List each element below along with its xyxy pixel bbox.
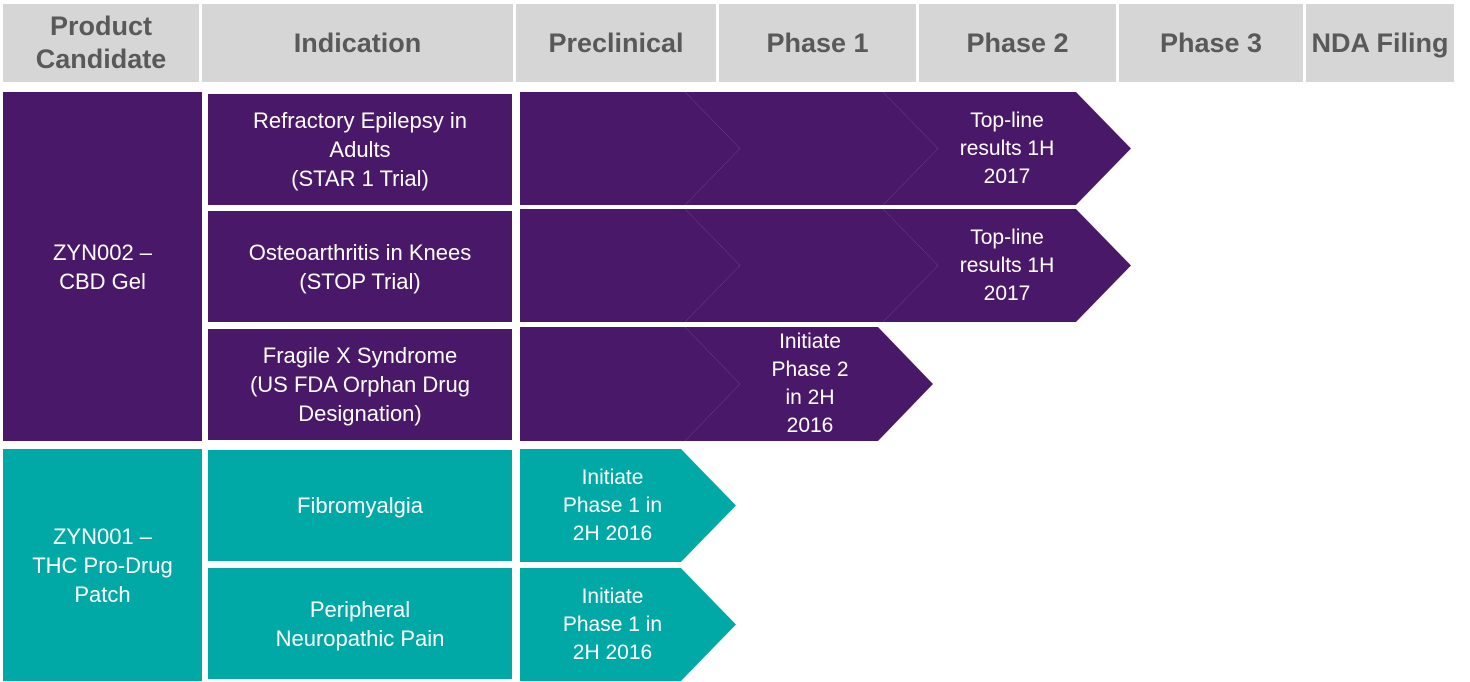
product-zyn001: ZYN001 – THC Pro-Drug Patch <box>3 449 202 681</box>
indication-osteoarthritis: Osteoarthritis in Knees (STOP Trial) <box>208 211 512 322</box>
milestone-note: Initiate Phase 1 in 2H 2016 <box>562 584 663 664</box>
header-phase-2: Phase 2 <box>919 4 1116 82</box>
indication-fibromyalgia: Fibromyalgia <box>208 450 512 561</box>
milestone-note: Initiate Phase 1 in 2H 2016 <box>562 465 663 545</box>
header-preclinical: Preclinical <box>516 4 716 82</box>
progress-chevron-preclinical <box>520 209 740 322</box>
milestone-note: Top-line results 1H 2017 <box>959 225 1055 305</box>
indication-neuropathic-pain: Peripheral Neuropathic Pain <box>208 568 512 679</box>
indication-refractory-epilepsy: Refractory Epilepsy in Adults (STAR 1 Tr… <box>208 94 512 205</box>
header-phase-1: Phase 1 <box>719 4 916 82</box>
indication-fragile-x: Fragile X Syndrome (US FDA Orphan Drug D… <box>208 329 512 440</box>
header-phase-3: Phase 3 <box>1119 4 1303 82</box>
header-indication: Indication <box>202 4 513 82</box>
progress-chevron-preclinical <box>520 327 740 441</box>
milestone-note: Initiate Phase 2 in 2H 2016 <box>771 330 849 437</box>
milestone-note: Top-line results 1H 2017 <box>959 108 1055 188</box>
product-zyn002: ZYN002 – CBD Gel <box>3 92 202 441</box>
progress-chevron-preclinical <box>520 92 740 205</box>
header-product-candidate: Product Candidate <box>3 4 199 82</box>
header-nda-filing: NDA Filing <box>1306 4 1454 82</box>
